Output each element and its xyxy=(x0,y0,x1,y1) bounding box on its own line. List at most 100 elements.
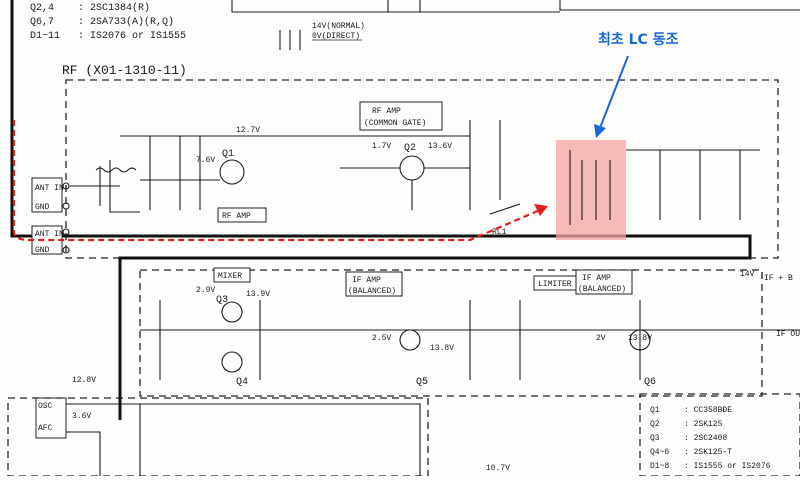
supply-label: 14V(NORMAL) 0V(DIRECT) xyxy=(312,22,365,41)
parts-ref: Q2 xyxy=(650,420,660,429)
annotation-arrowhead xyxy=(594,124,606,138)
voltage: 13.8V xyxy=(430,344,454,353)
voltage: 10.7V xyxy=(486,464,510,473)
terminal xyxy=(62,228,70,236)
q5-label: Q5 xyxy=(416,377,428,388)
gnd-label: GND xyxy=(35,203,50,212)
ant-connector-block: ANT IN GND ANT IN GND xyxy=(31,177,70,255)
rf-amp-cg-line1: RF AMP xyxy=(372,107,401,116)
rf-amp-label: RF AMP xyxy=(222,212,251,221)
if-amp-box-2 xyxy=(575,269,633,295)
transistor-q1 xyxy=(219,159,245,185)
osc-section-outline xyxy=(7,397,429,477)
if-out-label: IF OUT xyxy=(776,330,800,339)
left-bus xyxy=(10,0,120,238)
mixer-box xyxy=(213,267,251,283)
parts-ref: Q4~6 xyxy=(650,448,669,457)
voltage: 2.9V xyxy=(196,286,215,295)
voltage: 7.6V xyxy=(196,156,215,165)
input-wiring xyxy=(70,160,220,213)
header-part: : IS2076 or IS1555 xyxy=(78,31,186,42)
if-section-outline xyxy=(139,269,763,397)
annotation-arrow-line xyxy=(599,55,629,129)
rf-amp-common-gate-box xyxy=(359,101,443,131)
parts-ref: Q3 xyxy=(650,434,660,443)
q4-label: Q4 xyxy=(236,377,248,388)
voltage: 13.8V xyxy=(628,334,652,343)
if-amp-1-line2: (BALANCED) xyxy=(348,287,396,296)
voltage: 2.5V xyxy=(372,334,391,343)
if-amp-2-line2: (BALANCED) xyxy=(578,285,626,294)
if-amp-box-1 xyxy=(345,271,403,297)
rf-section-title: RF (X01-1310-11) xyxy=(62,63,187,78)
input-coil xyxy=(95,167,137,173)
voltage: 1.7V xyxy=(372,142,391,151)
ant-in2-label: ANT IN xyxy=(35,230,64,239)
annotation-text: 최초 LC 동조 xyxy=(598,32,679,48)
osc-wiring xyxy=(66,403,421,476)
rf-wiring xyxy=(120,135,470,210)
q2-wiring xyxy=(340,120,501,210)
osc-label: OSC xyxy=(38,402,53,411)
terminal xyxy=(62,246,70,254)
header-ref: D1~11 xyxy=(30,31,60,42)
parts-value: : 2SK125 xyxy=(684,420,723,429)
osc-connector xyxy=(35,397,67,439)
voltage: 13.6V xyxy=(428,142,452,151)
supply-14v: 14V xyxy=(740,270,755,279)
if-amp-1-line1: IF AMP xyxy=(352,276,381,285)
transistor-q3 xyxy=(221,301,243,323)
coil-l1 xyxy=(95,167,137,173)
parts-list: Q1 : CC358BDE Q2 : 2SK125 Q3 : 2SC2408 Q… xyxy=(650,406,771,471)
transistor-q2 xyxy=(399,155,425,181)
relay-label: RL1 xyxy=(492,228,507,237)
header-part: : 2SA733(A)(R,Q) xyxy=(78,16,174,28)
voltage: 2V xyxy=(596,334,606,343)
parts-value: : IS1555 or IS2076 xyxy=(684,462,771,471)
parts-ref: D1~8 xyxy=(650,462,669,471)
limiter-label: LIMITER xyxy=(538,280,572,289)
rf-amp-box xyxy=(217,207,267,223)
q2-label: Q2 xyxy=(404,143,416,154)
return-bus xyxy=(118,234,752,420)
top-bus-branches xyxy=(387,0,800,12)
header-ref: Q2,4 xyxy=(30,3,54,14)
lc-tank xyxy=(569,150,611,225)
voltage: 3.6V xyxy=(72,412,91,421)
lc-tuning-highlight xyxy=(556,140,626,240)
gnd2-label: GND xyxy=(35,246,50,255)
header-part: : 2SC1384(R) xyxy=(78,2,150,14)
parts-value: : 2SC2408 xyxy=(684,434,727,443)
voltage: 12.8V xyxy=(72,376,96,385)
afc-label: AFC xyxy=(38,424,53,433)
transistor-q5 xyxy=(399,329,421,351)
parts-value: : CC358BDE xyxy=(684,406,732,415)
parts-ref: Q1 xyxy=(650,406,660,415)
if-wiring xyxy=(140,300,800,380)
transistor-q6 xyxy=(629,329,651,351)
mixer-label: MIXER xyxy=(218,272,242,281)
rf-amp-cg-line2: (COMMON GATE) xyxy=(364,119,426,128)
terminal xyxy=(62,202,70,210)
q6-label: Q6 xyxy=(644,377,656,388)
relay-contact xyxy=(489,203,521,215)
terminal xyxy=(62,182,70,190)
top-feed xyxy=(279,30,301,50)
ant-connector-2 xyxy=(31,225,63,255)
ant-in-label: ANT IN xyxy=(35,184,64,193)
signal-path xyxy=(12,120,541,242)
top-bus xyxy=(231,0,560,13)
ant-connector xyxy=(31,177,63,213)
if-pos-label: IF + B xyxy=(764,274,793,283)
if-amp-2-line1: IF AMP xyxy=(582,274,611,283)
voltage: 12.7V xyxy=(236,126,260,135)
output-tank-wiring xyxy=(626,149,760,220)
q3-label: Q3 xyxy=(216,295,228,306)
header-ref: Q6,7 xyxy=(30,17,54,28)
header-parts-list: Q2,4 : 2SC1384(R) Q6,7 : 2SA733(A)(R,Q) … xyxy=(30,2,186,42)
voltage: 13.9V xyxy=(246,290,270,299)
supply-line1: 14V(NORMAL) xyxy=(312,22,365,31)
supply-line2: 0V(DIRECT) xyxy=(312,32,360,41)
